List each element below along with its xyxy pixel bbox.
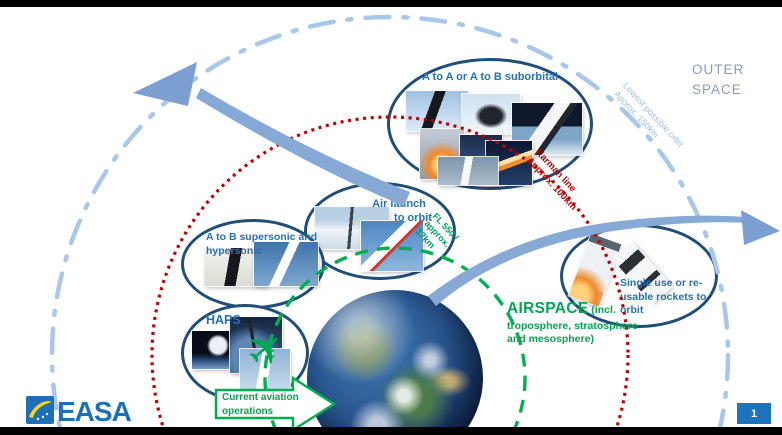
outer-space-label: OUTER SPACE [692, 60, 744, 99]
easa-logo-text: EASA [57, 396, 132, 427]
current-aviation-label: Current aviation operations [222, 391, 299, 418]
air-launch-line1: Air launch [372, 198, 426, 210]
lowest-orbit-label: Lowest possible orbit Approx. 150km [611, 80, 686, 158]
photo-launch-aircraft [361, 221, 423, 271]
rockets-line1: Single use or re- [620, 277, 703, 289]
supersonic-line1: A to B supersonic and [206, 231, 318, 243]
letterbox-bottom [0, 427, 782, 435]
easa-logo: EASA [26, 396, 133, 427]
airspace-line3: and mesosphere) [507, 333, 594, 346]
page-number-badge: 1 [737, 403, 771, 424]
current-aviation-line2: operations [222, 405, 274, 417]
airspace-title: AIRSPACE [507, 300, 589, 317]
bubble-suborbital-label: A to A or A to B suborbital [421, 71, 559, 83]
easa-logo-square [26, 396, 54, 424]
bubble-supersonic-label: A to B supersonic and hypersonic [206, 230, 318, 258]
ascent-arrow-right-head [741, 210, 780, 245]
current-aviation-line1: Current aviation [222, 392, 299, 403]
outer-space-line1: OUTER [692, 62, 745, 77]
photo-spaceplane [406, 91, 468, 131]
airspace-label: AIRSPACE (incl. troposphere, stratospher… [507, 299, 647, 347]
supersonic-line2: hypersonic [206, 245, 263, 258]
airspace-line2: troposphere, stratosphere [507, 319, 638, 332]
airspace-paren: (incl. [588, 304, 616, 316]
outer-space-line2: SPACE [692, 81, 742, 97]
ascent-arrow-left-head [133, 62, 197, 106]
easa-bird-icon [29, 401, 52, 418]
photo-booster-rocket [568, 233, 622, 307]
letterbox-top [0, 0, 782, 7]
bubble-haps-label: HAPS [206, 313, 241, 327]
bubble-supersonic: A to B supersonic and hypersonic [181, 219, 325, 309]
photo-hypersonic-glider [438, 157, 498, 185]
airspace-title-row: AIRSPACE (incl. [507, 299, 647, 320]
